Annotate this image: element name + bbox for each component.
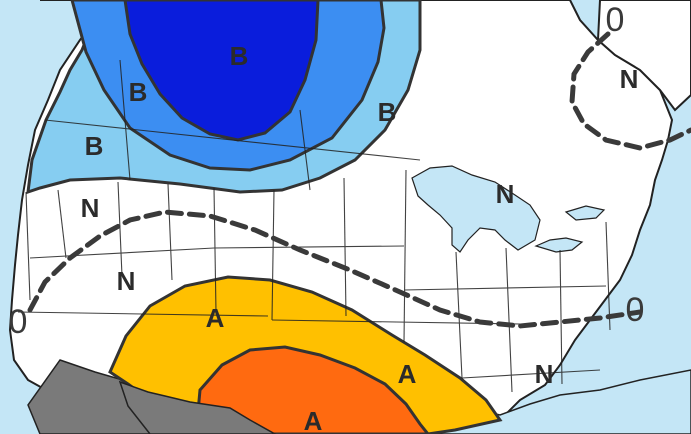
label-normal-se: N	[535, 359, 554, 389]
great-lakes	[411, 165, 541, 253]
label-above-sw: A	[206, 303, 225, 333]
label-zero-top: 0	[606, 1, 625, 39]
label-below-west: B	[129, 77, 148, 107]
land-northeast	[596, 0, 691, 112]
region-orange	[196, 345, 430, 434]
region-dark-blue	[123, 0, 320, 142]
zero-lines	[27, 31, 691, 329]
label-below-nw: B	[85, 131, 104, 161]
mexico-overlap	[118, 380, 277, 434]
zero-line-east	[569, 31, 691, 151]
label-below-east: B	[378, 97, 397, 127]
label-above-se: A	[398, 359, 417, 389]
lake-erie	[534, 237, 584, 253]
outlook-regions	[26, 0, 503, 434]
zero-line-main	[27, 209, 643, 329]
state-boundaries	[17, 59, 611, 393]
label-below-core: B	[230, 41, 249, 71]
label-zero-west: 0	[9, 303, 28, 341]
lake-ontario	[564, 205, 606, 221]
map-labels: B B B B N N N N N A A A 0 0 0	[9, 1, 645, 434]
label-normal-lakes: N	[496, 179, 515, 209]
label-above-core: A	[304, 406, 323, 434]
label-normal-west: N	[81, 193, 100, 223]
label-normal-sw: N	[117, 266, 136, 296]
label-zero-east: 0	[626, 291, 645, 329]
label-normal-ne-ocean: N	[620, 64, 639, 94]
